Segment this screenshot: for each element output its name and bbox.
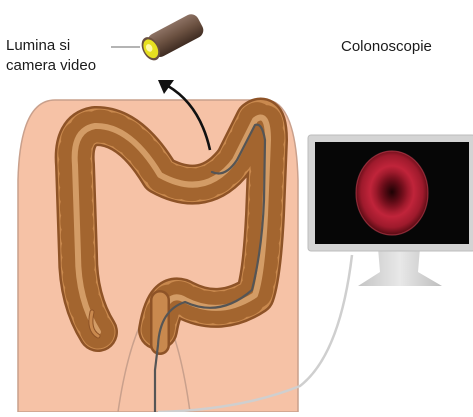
camera-tip-icon [138,11,206,63]
monitor-icon [308,135,473,286]
camera-label-line1: Lumina si [6,37,70,55]
procedure-label: Colonoscopie [341,38,432,56]
camera-label-line2: camera video [6,57,96,75]
